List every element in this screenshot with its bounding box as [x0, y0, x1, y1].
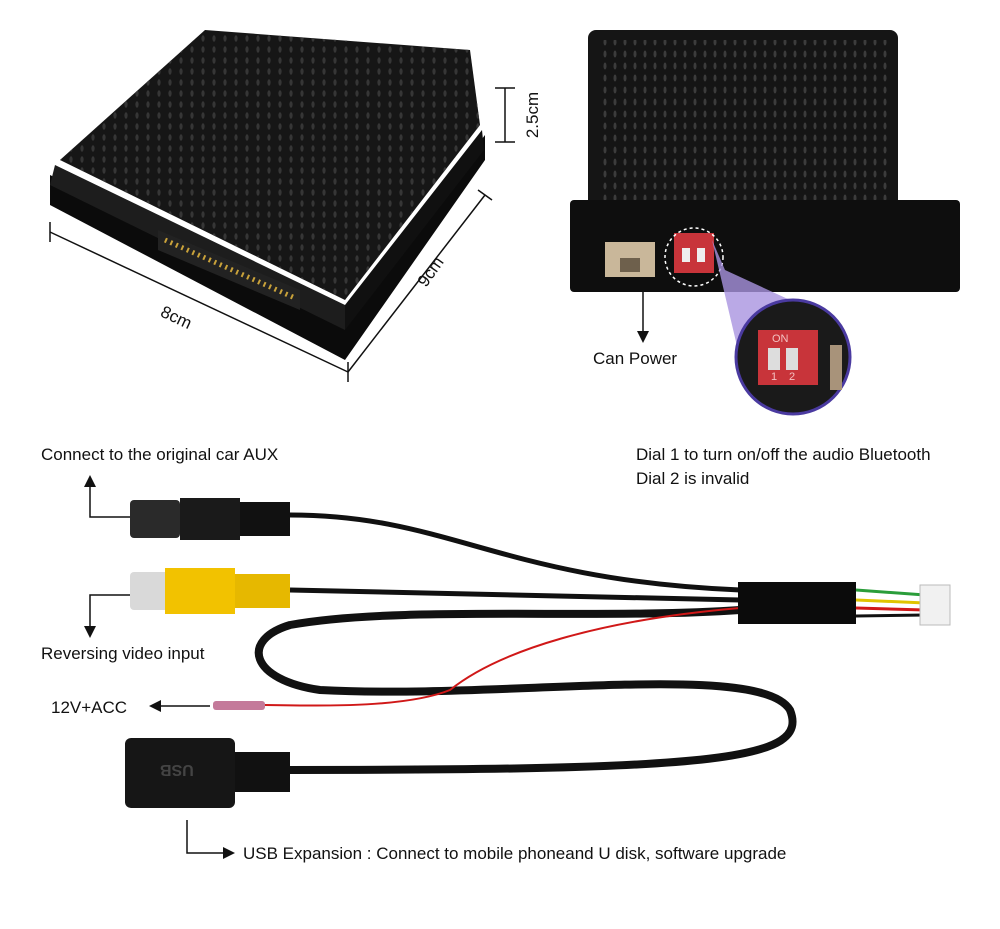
usb-expansion-label: USB Expansion : Connect to mobile phonea… [243, 844, 787, 863]
callout-arrows [84, 475, 235, 859]
pin-header-connector [919, 584, 951, 626]
usb-plug-text: USB [160, 761, 194, 778]
device-angled-view [50, 30, 485, 360]
dip-switch [674, 233, 714, 273]
device-front-view [570, 30, 960, 416]
aux-label: Connect to the original car AUX [41, 445, 279, 464]
dip-on-label: ON [772, 333, 789, 345]
dial-2-description: Dial 2 is invalid [636, 469, 750, 488]
dimension-height-label: 2.5cm [523, 91, 543, 139]
cable-sleeve [738, 582, 856, 624]
acc-wire-terminal [213, 701, 265, 710]
rca-plug [130, 568, 290, 614]
dip-switch-2-label: 2 [789, 371, 796, 383]
dip-switch-1-label: 1 [771, 371, 778, 383]
dimension-lines [49, 87, 515, 382]
dial-1-description: Dial 1 to turn on/off the audio Bluetoot… [636, 445, 931, 464]
cable-harness [254, 512, 951, 774]
acc-label: 12V+ACC [51, 698, 128, 717]
usb-female-plug [125, 738, 290, 808]
can-power-label: Can Power [593, 349, 678, 368]
reversing-video-label: Reversing video input [41, 644, 205, 663]
aux-plug [130, 498, 290, 540]
